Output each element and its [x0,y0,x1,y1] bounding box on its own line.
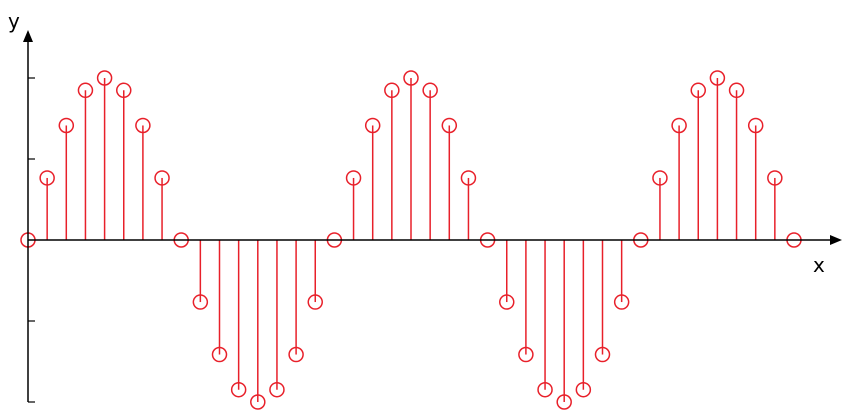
x-axis-label: x [813,253,825,277]
stem-marker [613,294,630,310]
stem-marker [116,82,132,99]
stem-marker [767,170,783,186]
stem-marker [460,170,477,186]
stem-marker [575,381,592,398]
stem-marker [556,394,572,410]
stem-marker [288,346,304,363]
stem-marker [211,346,228,363]
stem-marker [345,170,362,186]
stem-marker [307,294,323,310]
stem-series [20,70,802,410]
stem-marker [518,346,534,363]
stem-marker [269,381,285,398]
stem-marker [652,170,668,186]
stem-marker [690,82,706,99]
x-axis-arrow [830,235,842,245]
stem-marker [39,170,55,186]
y-axis-label: y [8,9,20,33]
stem-marker [537,381,553,398]
stem-marker [594,346,611,363]
stem-marker [58,117,75,134]
stem-marker [77,82,94,99]
stem-marker [135,117,151,134]
stem-marker [230,381,247,398]
stem-marker [384,82,400,99]
stem-marker [499,294,515,310]
stem-marker [192,294,209,310]
stem-marker [728,82,745,99]
stem-marker [250,394,266,410]
stem-marker [747,117,764,134]
stem-marker [422,82,438,99]
y-axis-arrow [23,30,33,42]
stem-marker [403,70,419,86]
stem-marker [96,70,113,86]
stem-marker [709,70,726,86]
stem-marker [441,117,458,134]
stem-marker [154,170,170,186]
axes [23,30,842,403]
stem-marker [364,117,381,134]
y-ticks [28,77,35,403]
stem-marker [671,117,687,134]
